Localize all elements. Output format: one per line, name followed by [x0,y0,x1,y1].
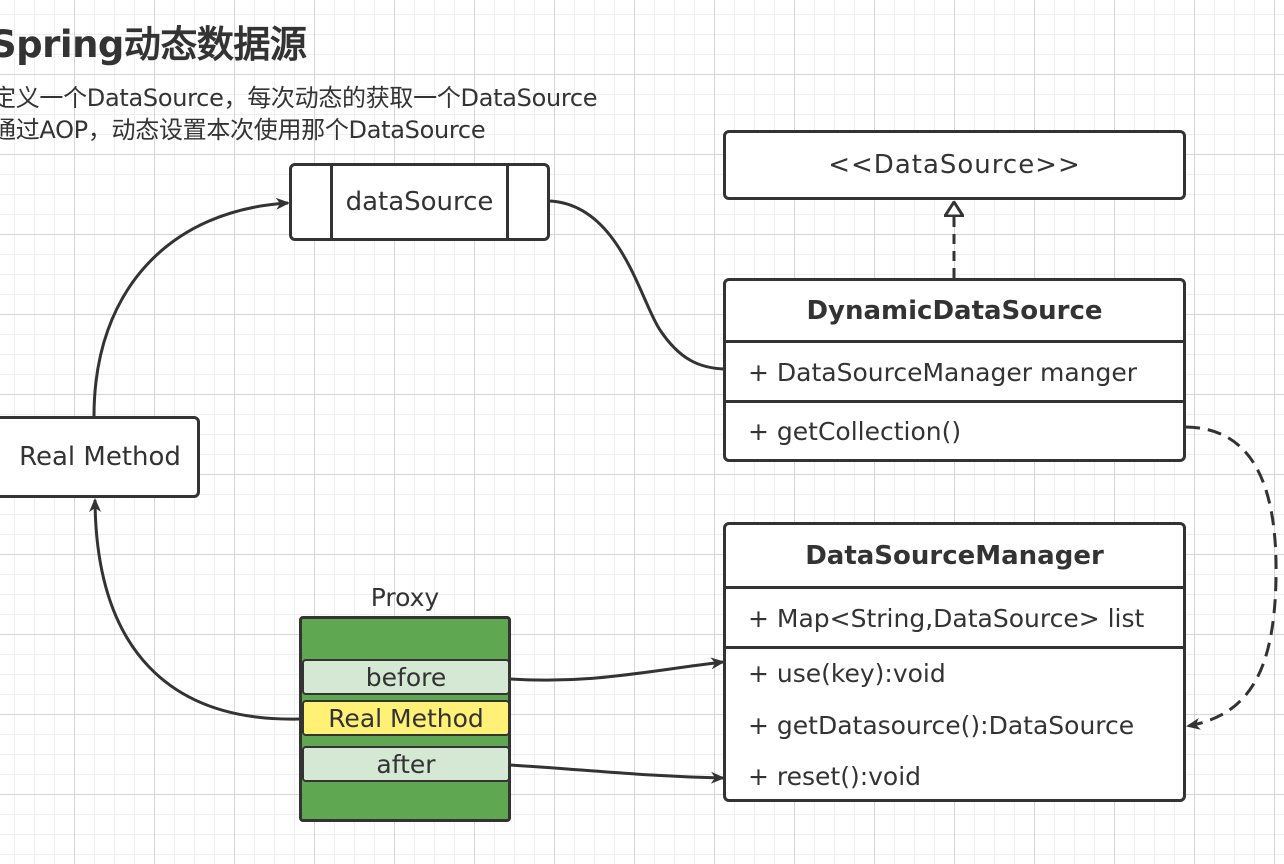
dynamic-divider-2 [726,400,1183,403]
datasource-manager-class[interactable]: DataSourceManager + Map<String,DataSourc… [723,522,1186,802]
manager-method-use: + use(key):void [748,658,946,688]
datasource-node[interactable]: dataSource [289,163,550,241]
getcollection-to-getdatasource-arrow [1185,425,1278,730]
dynamic-datasource-class[interactable]: DynamicDataSource + DataSourceManager ma… [723,278,1186,462]
real-method-label: Real Method [19,442,181,472]
datasource-interface-box[interactable]: <<DataSource>> [723,130,1186,200]
proxy-step-real-method-label: Real Method [328,703,484,733]
before-to-use-arrow [509,657,725,682]
dynamic-datasource-field: + DataSourceManager manger [748,357,1138,387]
proxy-step-before-label: before [365,662,447,692]
real-method-to-datasource-arrow [92,197,290,417]
page-title: Spring动态数据源 [0,23,307,66]
manager-method-reset: + reset():void [748,761,922,791]
datasource-right-bar [506,166,509,238]
datasource-manager-name: DataSourceManager [805,541,1104,571]
proxy-label: Proxy [370,583,440,612]
real-method-box[interactable]: Real Method [0,416,200,498]
manager-method-getdatasource: + getDatasource():DataSource [748,710,1135,740]
interface-label: <<DataSource>> [828,150,1081,180]
manager-divider-1 [726,586,1183,589]
after-to-reset-arrow [509,763,725,784]
proxy-container[interactable]: before Real Method after [299,616,511,822]
description-line-2: 通过AOP，动态设置本次使用那个DataSource [0,116,486,144]
proxy-step-real-method[interactable]: Real Method [302,700,510,736]
description-line-1: 定义一个DataSource，每次动态的获取一个DataSource [0,84,598,112]
datasource-to-dynamic-connector [549,199,725,371]
datasource-left-bar [330,166,333,238]
dynamic-datasource-method: + getCollection() [748,416,962,446]
datasource-manager-field: + Map<String,DataSource> list [748,603,1145,633]
proxy-to-real-method-arrow [89,498,300,721]
proxy-step-after[interactable]: after [302,746,510,782]
proxy-step-after-label: after [376,749,436,779]
manager-divider-2 [726,646,1183,649]
proxy-step-before[interactable]: before [302,659,510,695]
dynamic-datasource-name: DynamicDataSource [806,296,1103,326]
dynamic-divider-1 [726,340,1183,343]
datasource-label: dataSource [345,187,494,217]
